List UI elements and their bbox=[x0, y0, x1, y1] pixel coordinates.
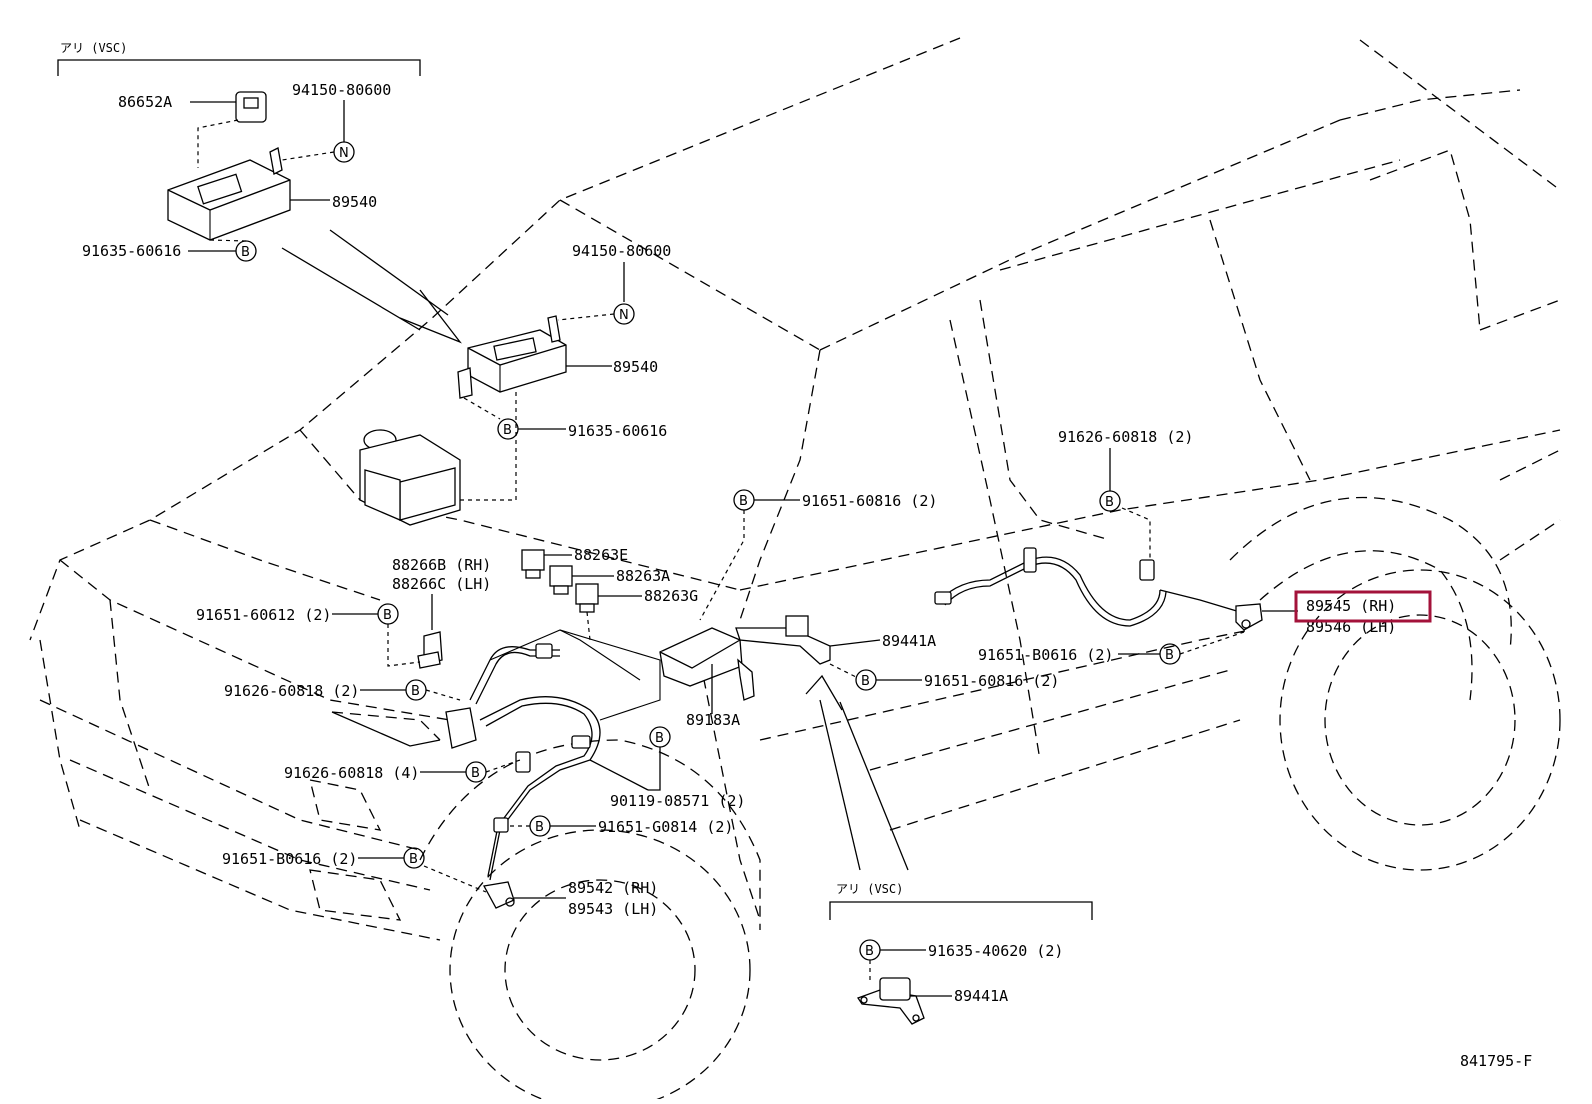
part-88263G[interactable]: 88263G bbox=[575, 583, 698, 613]
callout-arrow-top bbox=[281, 229, 462, 344]
label-88266C: 88266C (LH) bbox=[392, 575, 491, 593]
vehicle-outline bbox=[29, 37, 1561, 1104]
part-89540-detail[interactable]: 89540 bbox=[167, 147, 377, 241]
bolt-marker-88266: B bbox=[377, 603, 399, 625]
svg-text:B: B bbox=[865, 944, 874, 959]
diagram-code: 841795-F bbox=[1460, 1052, 1532, 1070]
label-91651-60612: 91651-60612 (2) bbox=[196, 606, 331, 624]
option-label-vsc-bottom: アリ (VSC) bbox=[836, 882, 903, 896]
bolt-marker-center-upper: B bbox=[733, 489, 755, 511]
part-89441A-detail[interactable]: 89441A bbox=[857, 977, 1008, 1025]
svg-text:B: B bbox=[535, 820, 544, 835]
svg-text:B: B bbox=[241, 245, 250, 260]
label-89441A-main: 89441A bbox=[882, 632, 936, 650]
label-91651-B0616-right: 91651-B0616 (2) bbox=[978, 646, 1113, 664]
part-89540[interactable]: 89540 bbox=[457, 315, 658, 399]
label-91651-B0616-left: 91651-B0616 (2) bbox=[222, 850, 357, 868]
label-88263E: 88263E bbox=[574, 546, 628, 564]
part-89545[interactable]: 89545 (RH) 89546 (LH) bbox=[1235, 590, 1432, 636]
label-91626-60818-4: 91626-60818 (4) bbox=[284, 764, 419, 782]
svg-text:B: B bbox=[383, 608, 392, 623]
label-89543: 89543 (LH) bbox=[568, 900, 658, 918]
svg-text:N: N bbox=[619, 308, 629, 323]
svg-text:N: N bbox=[339, 146, 349, 161]
option-group-vsc-bottom: アリ (VSC) bbox=[829, 882, 1093, 920]
part-88263A[interactable]: 88263A bbox=[549, 565, 670, 595]
front-sensor-harness bbox=[445, 643, 601, 881]
svg-text:B: B bbox=[655, 731, 664, 746]
nut-marker-top: N bbox=[333, 141, 355, 163]
svg-text:B: B bbox=[739, 494, 748, 509]
label-89540-main: 89540 bbox=[613, 358, 658, 376]
bolt-marker-main: B bbox=[497, 418, 519, 440]
label-89183A: 89183A bbox=[686, 711, 740, 729]
label-91635-40620: 91635-40620 (2) bbox=[928, 942, 1063, 960]
bolt-marker-rear-clamp: B bbox=[1099, 490, 1121, 512]
bolt-marker-front-bracket: B bbox=[405, 679, 427, 701]
svg-text:B: B bbox=[1105, 495, 1114, 510]
svg-text:B: B bbox=[411, 684, 420, 699]
svg-text:B: B bbox=[471, 766, 480, 781]
label-91651-G0814: 91651-G0814 (2) bbox=[598, 818, 733, 836]
bolt-marker-height-sensor: B bbox=[855, 669, 877, 691]
part-88263E[interactable]: 88263E bbox=[521, 546, 628, 579]
highlight-89545 bbox=[1294, 590, 1432, 623]
bolt-marker-harness-clamp: B bbox=[649, 726, 671, 748]
bolt-marker-front-sensor: B bbox=[403, 847, 425, 869]
part-88266B[interactable] bbox=[417, 631, 443, 669]
svg-text:B: B bbox=[861, 674, 870, 689]
label-91651-60816-lower: 91651-60816 (2) bbox=[924, 672, 1059, 690]
label-94150-80600-main: 94150-80600 bbox=[572, 242, 671, 260]
brake-actuator bbox=[359, 429, 461, 526]
bolt-marker-front-clamp: B bbox=[529, 815, 551, 837]
label-86652A: 86652A bbox=[118, 93, 172, 111]
label-91626-60818-2-right: 91626-60818 (2) bbox=[1058, 428, 1193, 446]
label-88263A: 88263A bbox=[616, 567, 670, 585]
label-90119-08571: 90119-08571 (2) bbox=[610, 792, 745, 810]
option-label-vsc-top: アリ (VSC) bbox=[60, 41, 127, 55]
label-89542: 89542 (RH) bbox=[568, 879, 658, 897]
label-91635-60616-main: 91635-60616 bbox=[568, 422, 667, 440]
nut-marker-main: N bbox=[613, 303, 635, 325]
option-group-vsc-top: アリ (VSC) bbox=[57, 41, 421, 76]
label-89441A-detail: 89441A bbox=[954, 987, 1008, 1005]
bolt-marker-harness-4: B bbox=[465, 761, 487, 783]
label-88263G: 88263G bbox=[644, 587, 698, 605]
part-89441A[interactable]: 89441A bbox=[735, 615, 936, 665]
svg-text:B: B bbox=[1165, 648, 1174, 663]
label-94150-80600-top: 94150-80600 bbox=[292, 81, 391, 99]
svg-text:B: B bbox=[409, 852, 418, 867]
part-89183A[interactable]: 89183A bbox=[659, 627, 755, 729]
part-89542[interactable]: 89542 (RH) 89543 (LH) bbox=[482, 879, 658, 918]
rear-sensor-harness bbox=[934, 547, 1241, 627]
part-86652A[interactable]: 86652A bbox=[118, 91, 267, 123]
label-88266B: 88266B (RH) bbox=[392, 556, 491, 574]
bolt-marker-top: B bbox=[235, 240, 257, 262]
label-91626-60818-2-left: 91626-60818 (2) bbox=[224, 682, 359, 700]
label-91651-60816-upper: 91651-60816 (2) bbox=[802, 492, 937, 510]
callout-arrow-bottom bbox=[805, 674, 909, 871]
label-89545: 89545 (RH) bbox=[1306, 597, 1396, 615]
label-91635-60616-top: 91635-60616 bbox=[82, 242, 181, 260]
bolt-marker-bottom-detail: B bbox=[859, 939, 881, 961]
svg-text:B: B bbox=[503, 423, 512, 438]
label-89540-top: 89540 bbox=[332, 193, 377, 211]
